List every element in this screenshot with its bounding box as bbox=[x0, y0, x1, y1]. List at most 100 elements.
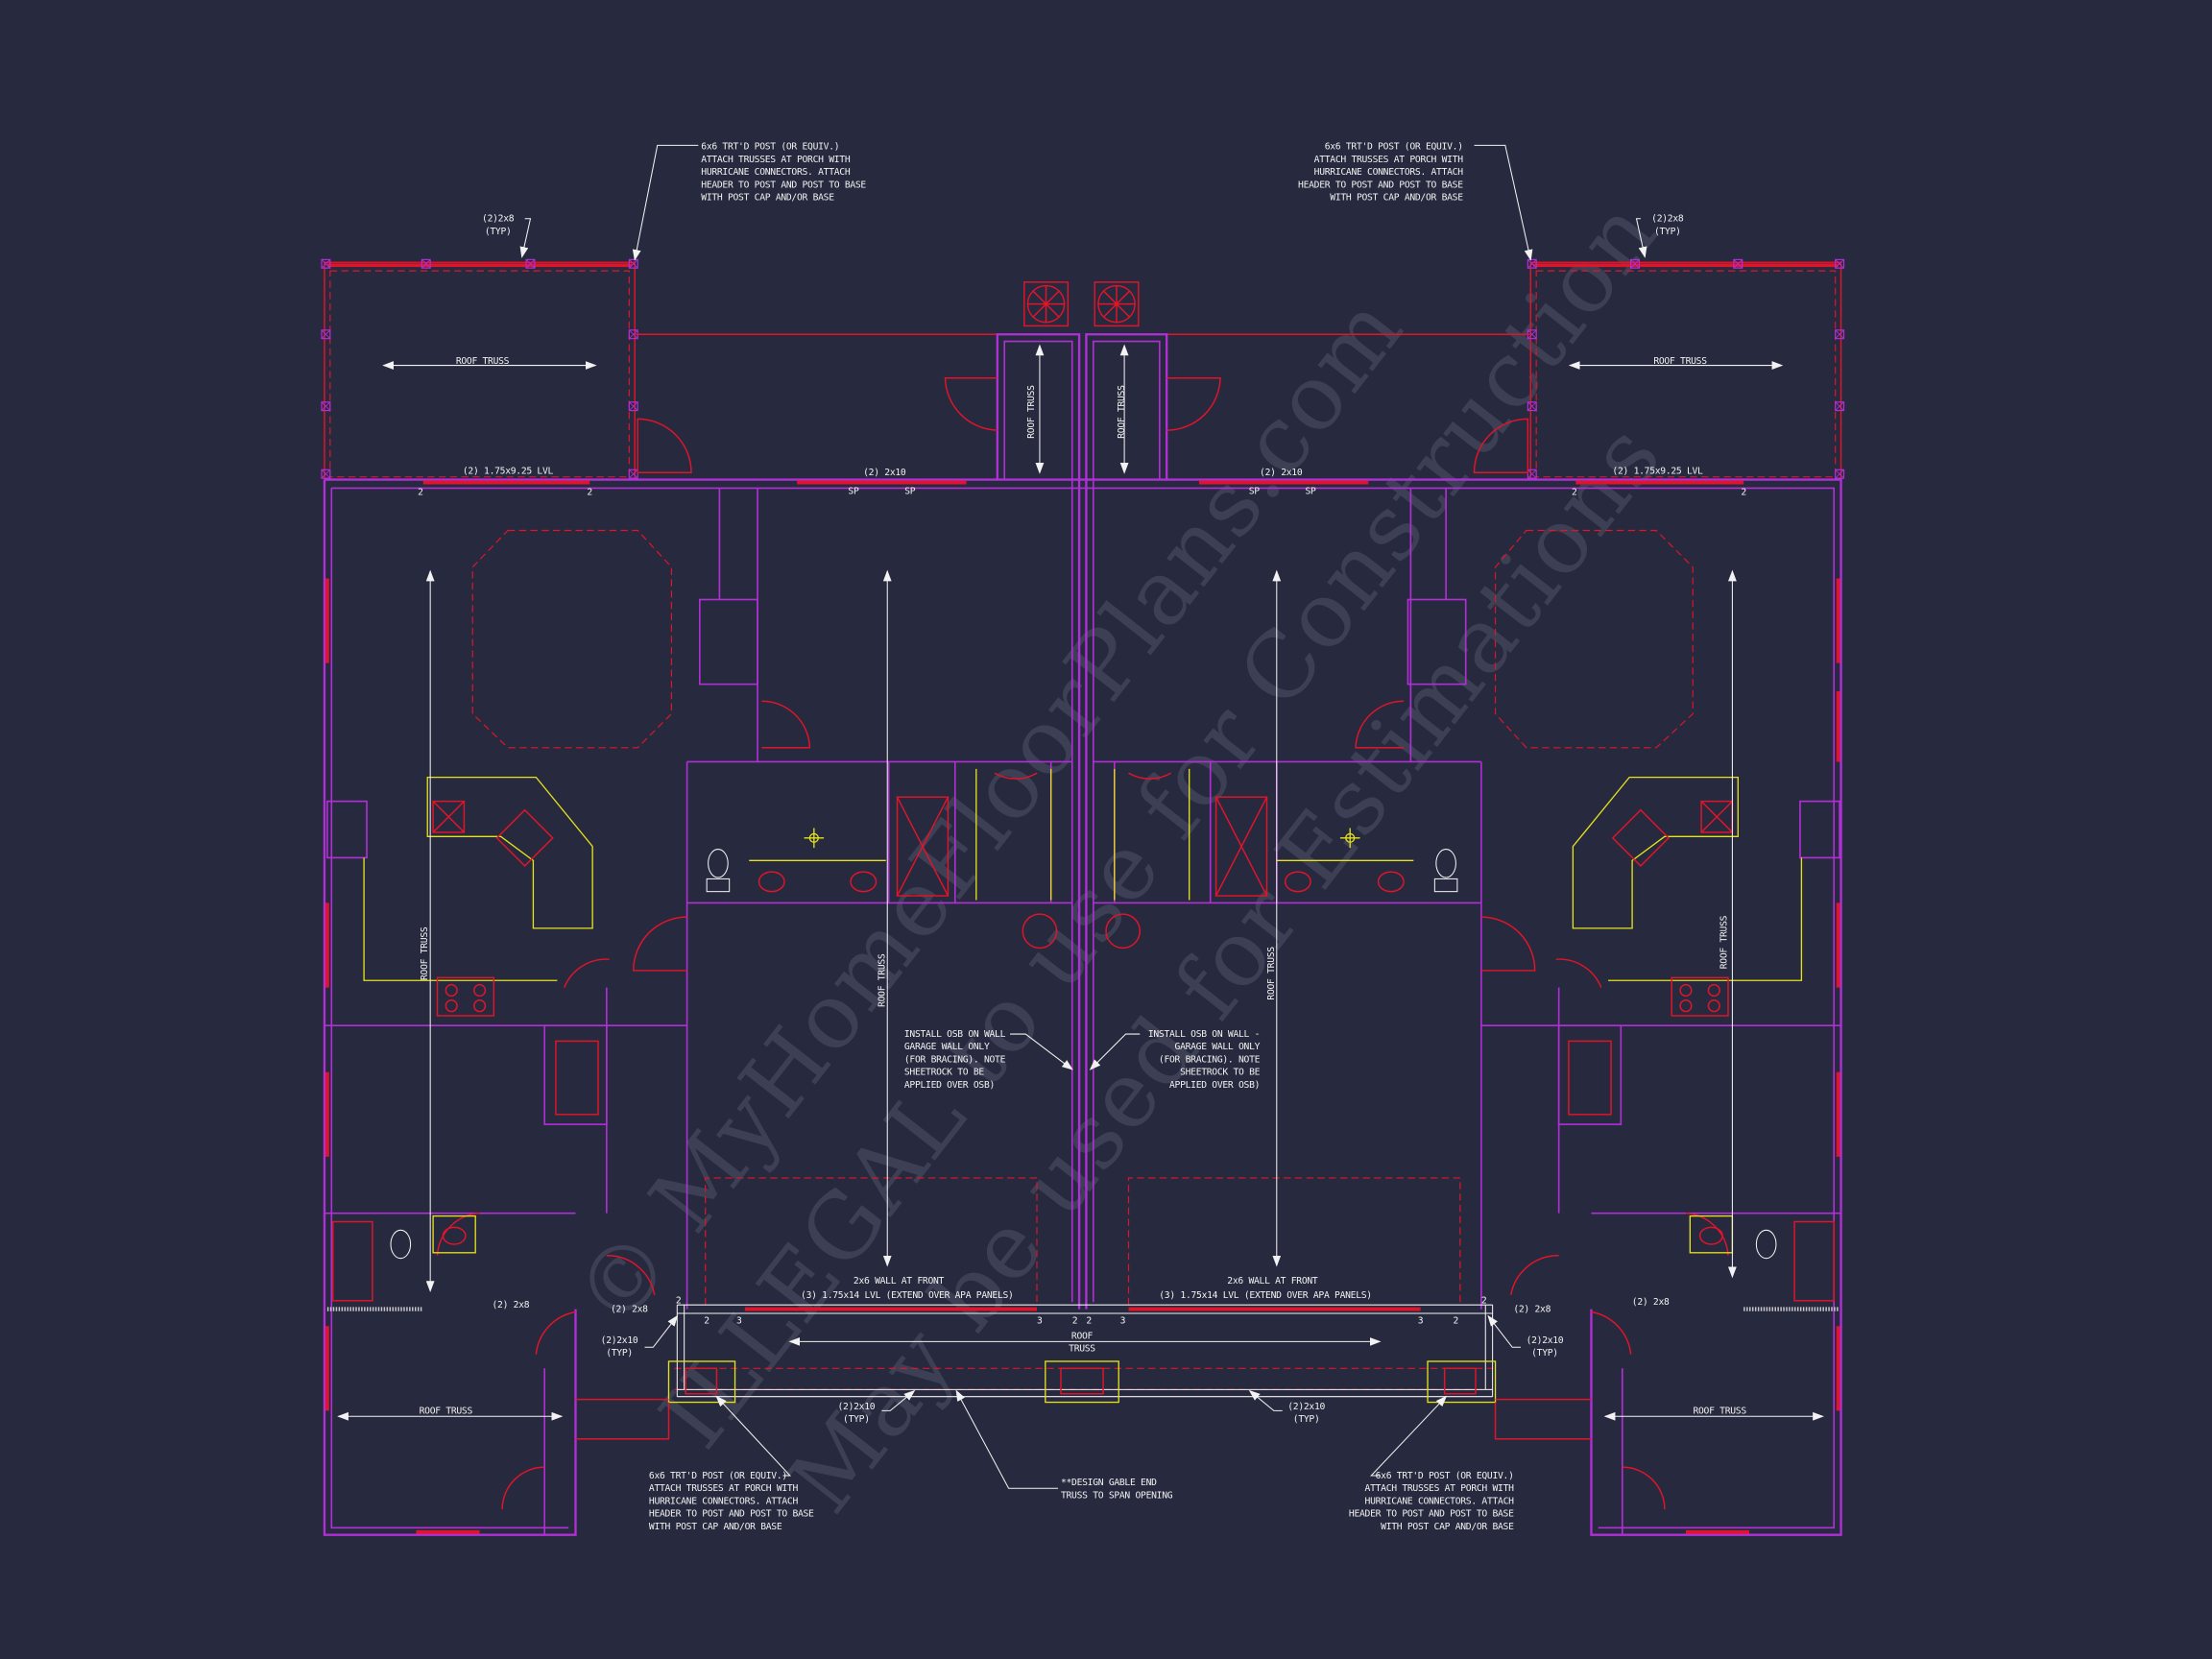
note-line: 6x6 TRT'D POST (OR EQUIV.) bbox=[1376, 1471, 1514, 1481]
leader-lines bbox=[519, 144, 1647, 1489]
lvl-925-label: (2) 1.75x9.25 LVL bbox=[463, 467, 554, 477]
note-line: (TYP) bbox=[843, 1414, 870, 1425]
post-note-bottom-left: 6x6 TRT'D POST (OR EQUIV.)ATTACH TRUSSES… bbox=[649, 1471, 814, 1532]
roof-truss-label: ROOF TRUSS bbox=[1117, 385, 1127, 439]
sp-label: SP bbox=[1249, 486, 1261, 496]
note-line: GARAGE WALL ONLY bbox=[904, 1042, 990, 1052]
note-line: 6x6 TRT'D POST (OR EQUIV.) bbox=[1325, 142, 1463, 153]
note-line: (2)2x10 bbox=[601, 1335, 638, 1346]
header-2x8-label: (2) 2x8 bbox=[493, 1300, 530, 1310]
garage-front-porch bbox=[326, 1304, 1839, 1440]
note-line: (TYP) bbox=[1293, 1414, 1320, 1425]
stud-count: 3 bbox=[736, 1315, 742, 1326]
stud-count: 3 bbox=[1120, 1315, 1126, 1326]
note-line: APPLIED OVER OSB) bbox=[904, 1080, 995, 1091]
header-2x8-label: (2) 2x8 bbox=[611, 1305, 648, 1315]
osb-note-right: INSTALL OSB ON WALL - GARAGE WALL ONLY (FO… bbox=[1148, 1029, 1261, 1091]
stud-count: 2 bbox=[1086, 1315, 1092, 1326]
note-line: HEADER TO POST AND POST TO BASE bbox=[1349, 1509, 1514, 1520]
typ-2x10-label: (2)2x10 (TYP) bbox=[601, 1335, 638, 1358]
note-line: (TYP) bbox=[1654, 227, 1681, 237]
sp-label: SP bbox=[904, 486, 916, 496]
roof-truss-label: ROOF TRUSS bbox=[1266, 947, 1277, 1000]
stud-count: 3 bbox=[1037, 1315, 1043, 1326]
kitchen-left bbox=[363, 776, 593, 1017]
door-swings bbox=[436, 377, 1729, 1510]
post-note-bottom-right: 6x6 TRT'D POST (OR EQUIV.) ATTACH TRUSSES… bbox=[1349, 1471, 1514, 1532]
header-2x10-label: (2) 2x10 bbox=[1260, 468, 1303, 478]
stud-count: 2 bbox=[1741, 488, 1746, 498]
roof-truss-label: ROOF TRUSS bbox=[1026, 385, 1037, 439]
stud-count: 2 bbox=[1453, 1315, 1458, 1326]
stud-count: 2 bbox=[587, 488, 592, 498]
note-line: GARAGE WALL ONLY bbox=[1175, 1042, 1261, 1052]
stud-count: 2 bbox=[704, 1315, 709, 1326]
stud-count: 2 bbox=[676, 1296, 682, 1307]
roof-truss-label: ROOF TRUSS bbox=[1719, 915, 1730, 969]
hvac-unit-right bbox=[1094, 281, 1140, 327]
note-line: WITH POST CAP AND/OR BASE bbox=[649, 1522, 782, 1532]
note-line: (TYP) bbox=[606, 1348, 633, 1358]
note-line: HEADER TO POST AND POST TO BASE bbox=[1298, 180, 1463, 190]
truss-span-arrows bbox=[337, 344, 1824, 1421]
note-line: HEADER TO POST AND POST TO BASE bbox=[649, 1509, 814, 1520]
note-line: **DESIGN GABLE END bbox=[1061, 1478, 1157, 1488]
roof-truss-label: ROOF TRUSS bbox=[877, 953, 887, 1007]
typ-2x8-right: (2)2x8(TYP) bbox=[1651, 214, 1684, 237]
kitchen-right bbox=[1572, 776, 1803, 1017]
post-note-top-right: 6x6 TRT'D POST (OR EQUIV.) ATTACH TRUSSES… bbox=[1298, 142, 1463, 204]
annotations: 6x6 TRT'D POST (OR EQUIV.) ATTACH TRUSSES… bbox=[418, 142, 1747, 1532]
header-2x10-label: (2) 2x10 bbox=[863, 468, 906, 478]
note-line: 6x6 TRT'D POST (OR EQUIV.) bbox=[701, 142, 839, 153]
roof-truss-label: ROOF TRUSS bbox=[420, 926, 430, 980]
note-line: TRUSS TO SPAN OPENING bbox=[1061, 1490, 1173, 1501]
note-line: INSTALL OSB ON WALL - bbox=[904, 1029, 1016, 1040]
note-line: (TYP) bbox=[485, 227, 512, 237]
typ-2x10-label: (2)2x10 (TYP) bbox=[1287, 1402, 1325, 1425]
note-line: ATTACH TRUSSES AT PORCH WITH bbox=[701, 155, 851, 165]
rear-porch-left bbox=[321, 258, 692, 481]
note-line: HURRICANE CONNECTORS. ATTACH bbox=[1314, 167, 1464, 178]
typ-2x10-label: (2)2x10 (TYP) bbox=[1527, 1335, 1564, 1358]
roof-truss-center-label: ROOF TRUSS bbox=[1069, 1331, 1095, 1354]
osb-note-left: INSTALL OSB ON WALL - GARAGE WALL ONLY (FO… bbox=[904, 1029, 1016, 1091]
stud-count: 2 bbox=[418, 488, 423, 498]
bathrooms bbox=[332, 768, 1835, 1302]
sp-label: SP bbox=[848, 486, 859, 496]
header-2x8-label: (2) 2x8 bbox=[1632, 1297, 1670, 1308]
wall-front-label: 2x6 WALL AT FRONT bbox=[854, 1276, 945, 1286]
gable-note: **DESIGN GABLE END TRUSS TO SPAN OPENING bbox=[1061, 1478, 1173, 1501]
hvac-unit-left bbox=[1023, 281, 1070, 327]
note-line: HURRICANE CONNECTORS. ATTACH bbox=[701, 167, 851, 178]
note-line: (TYP) bbox=[1531, 1348, 1558, 1358]
wall-front-label: 2x6 WALL AT FRONT bbox=[1227, 1276, 1318, 1286]
note-line: ATTACH TRUSSES AT PORCH WITH bbox=[1365, 1483, 1515, 1494]
typ-2x10-label: (2)2x10 (TYP) bbox=[838, 1402, 876, 1425]
note-line: (2)2x10 bbox=[1527, 1335, 1564, 1346]
note-line: ROOF bbox=[1071, 1331, 1094, 1341]
typ-2x8-left: (2)2x8 (TYP) bbox=[482, 214, 515, 237]
note-line: (2)2x10 bbox=[838, 1402, 876, 1412]
note-line: (FOR BRACING). NOTE bbox=[904, 1054, 1006, 1065]
sp-label: SP bbox=[1306, 486, 1317, 496]
note-line: HURRICANE CONNECTORS. ATTACH bbox=[1365, 1496, 1515, 1506]
watermark: © MyHomeFloorPlans.com ILLEGAL to use fo… bbox=[556, 181, 1682, 1532]
stud-count: 2 bbox=[1072, 1315, 1078, 1326]
note-line: SHEETROCK TO BE bbox=[1180, 1068, 1261, 1078]
roof-truss-label: ROOF TRUSS bbox=[456, 356, 510, 367]
note-line: INSTALL OSB ON WALL - bbox=[1148, 1029, 1260, 1040]
header-2x8-label: (2) 2x8 bbox=[1513, 1305, 1551, 1315]
stud-count: 2 bbox=[1481, 1296, 1487, 1307]
note-line: (2)2x8 bbox=[482, 214, 515, 225]
note-line: (FOR BRACING). NOTE bbox=[1159, 1054, 1261, 1065]
note-line: SHEETROCK TO BE bbox=[904, 1068, 985, 1078]
roof-truss-label: ROOF TRUSS bbox=[1653, 356, 1707, 367]
note-line: (2)2x10 bbox=[1287, 1402, 1325, 1412]
note-line: ATTACH TRUSSES AT PORCH WITH bbox=[1314, 155, 1464, 165]
post-note-top-left: 6x6 TRT'D POST (OR EQUIV.) ATTACH TRUSSES… bbox=[701, 142, 866, 204]
interior-walls bbox=[324, 488, 1841, 1535]
roof-truss-label: ROOF TRUSS bbox=[1693, 1406, 1746, 1416]
note-line: TRUSS bbox=[1069, 1344, 1095, 1355]
note-line: WITH POST CAP AND/OR BASE bbox=[1381, 1522, 1514, 1532]
